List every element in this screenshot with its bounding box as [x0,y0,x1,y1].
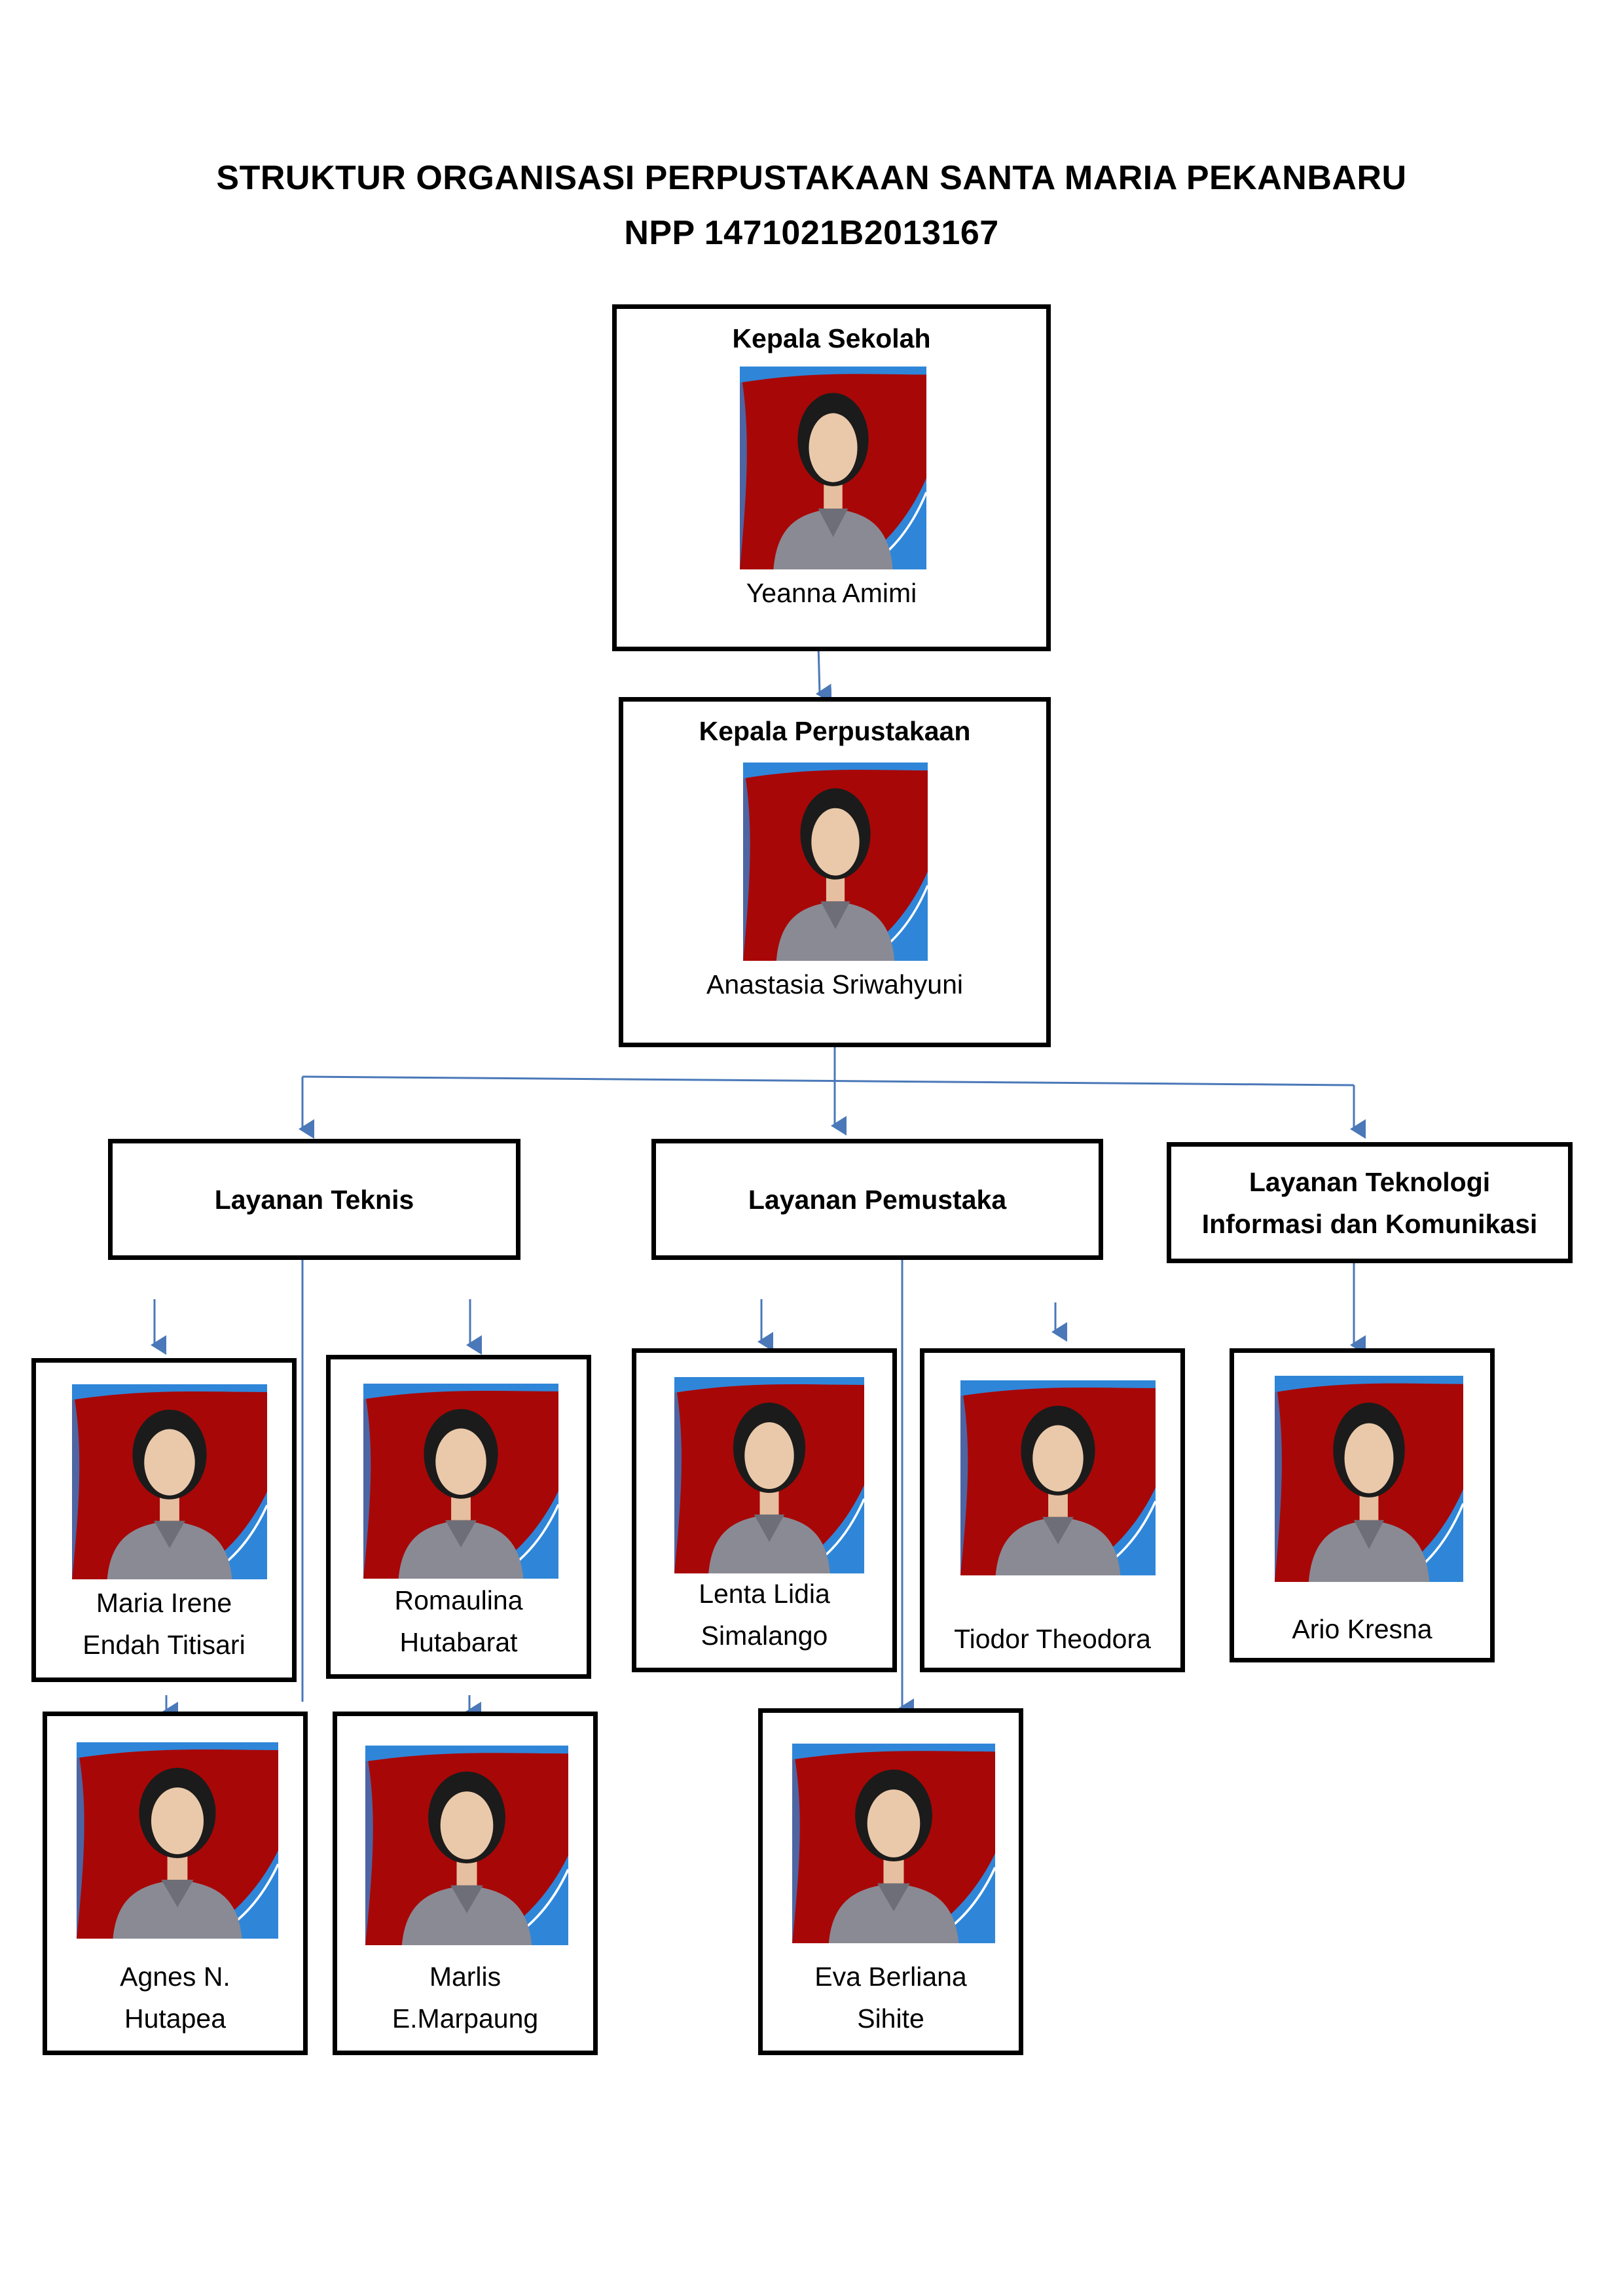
layanan-pemustaka-label: Layanan Pemustaka [748,1184,1007,1215]
portrait-illustration [674,1377,864,1573]
portrait-illustration [77,1742,278,1939]
kepala-perpustakaan-label: Kepala Perpustakaan [699,716,971,746]
agnes-photo [77,1742,278,1939]
staff-card-agnes: Agnes N. Hutapea [43,1712,308,2055]
layanan-tik-label-line1: Layanan Teknologi [1249,1166,1491,1197]
tiodor-name-line1: Tiodor Theodora [954,1624,1151,1654]
ario-photo [1275,1376,1463,1582]
marlis-name-line2: E.Marpaung [392,2003,539,2034]
eva-photo [792,1744,995,1943]
kepala-sekolah-box: Kepala Sekolah Yeanna Amimi [612,304,1051,651]
kepala-perpustakaan-box: Kepala Perpustakaan Anastasia Sriwahyuni [619,697,1051,1047]
kepala-perpustakaan-name: Anastasia Sriwahyuni [706,969,963,999]
ario-name-line1: Ario Kresna [1292,1614,1432,1644]
eva-name-line2: Sihite [857,2003,924,2034]
lenta-name-line2: Simalango [701,1621,828,1651]
portrait-illustration [1275,1376,1463,1582]
staff-card-lenta: Lenta Lidia Simalango [632,1348,897,1672]
staff-card-eva: Eva Berliana Sihite [758,1708,1023,2055]
portrait-illustration [960,1380,1156,1575]
staff-card-romaulina: Romaulina Hutabarat [326,1355,591,1679]
maria-photo [72,1384,267,1579]
connector-sekolah-to-perpustakaan [816,644,832,704]
chart-subtitle-npp: NPP 1471021B2013167 [624,214,999,252]
portrait-illustration [363,1384,558,1579]
maria-name-line1: Maria Irene [96,1588,232,1618]
layanan-tik-box: Layanan Teknologi Informasi dan Komunika… [1167,1142,1573,1263]
chart-title: STRUKTUR ORGANISASI PERPUSTAKAAN SANTA M… [216,159,1407,197]
agnes-name-line2: Hutapea [124,2003,226,2034]
staff-card-maria: Maria Irene Endah Titisari [31,1358,297,1682]
layanan-teknis-box: Layanan Teknis [108,1139,520,1260]
kepala-sekolah-photo [740,367,926,569]
eva-name-line1: Eva Berliana [814,1962,967,1992]
marlis-photo [365,1746,568,1945]
marlis-name-line1: Marlis [429,1962,501,1992]
layanan-teknis-label: Layanan Teknis [214,1184,414,1215]
layanan-tik-label-line2: Informasi dan Komunikasi [1201,1208,1538,1239]
tiodor-photo [960,1380,1156,1575]
kepala-sekolah-name: Yeanna Amimi [746,578,917,608]
romaulina-name-line1: Romaulina [394,1585,523,1615]
staff-card-marlis: Marlis E.Marpaung [333,1712,598,2055]
maria-name-line2: Endah Titisari [82,1630,246,1660]
kepala-perpustakaan-photo [743,762,928,961]
portrait-illustration [740,367,926,569]
romaulina-photo [363,1384,558,1579]
staff-card-tiodor: Tiodor Theodora [920,1348,1185,1672]
portrait-illustration [792,1744,995,1943]
staff-card-ario: Ario Kresna [1230,1348,1495,1662]
connector-horizontal-branch [302,1075,1355,1086]
lenta-photo [674,1377,864,1573]
layanan-pemustaka-box: Layanan Pemustaka [651,1139,1103,1260]
kepala-sekolah-label: Kepala Sekolah [732,323,931,353]
lenta-name-line1: Lenta Lidia [699,1579,830,1609]
portrait-illustration [72,1384,267,1579]
portrait-illustration [743,762,928,961]
portrait-illustration [365,1746,568,1945]
romaulina-name-line2: Hutabarat [399,1627,518,1657]
agnes-name-line1: Agnes N. [120,1962,230,1992]
